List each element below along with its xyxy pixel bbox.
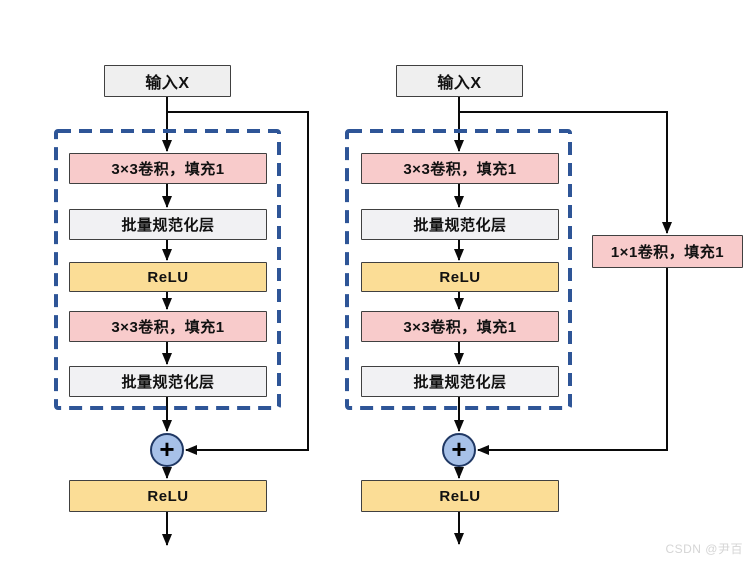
right-skip-to-1x1conv [459, 111, 672, 234]
left-batchnorm2-box: 批量规范化层 [69, 366, 267, 397]
right-skip-from-1x1conv [477, 268, 668, 455]
watermark: CSDN @尹百 [665, 542, 743, 556]
left-conv1-box: 3×3卷积，填充1 [69, 153, 267, 184]
right-batchnorm2-box: 批量规范化层 [361, 366, 559, 397]
left-batchnorm1-box: 批量规范化层 [69, 209, 267, 240]
right-batchnorm1-box: 批量规范化层 [361, 209, 559, 240]
right-shortcut-1x1-conv-box: 1×1卷积，填充1 [592, 235, 743, 268]
right-output-relu-box: ReLU [361, 480, 559, 512]
right-diagram-connectors [454, 97, 672, 545]
left-output-relu-box: ReLU [69, 480, 267, 512]
plus-icon: + [451, 433, 467, 464]
left-conv2-box: 3×3卷积，填充1 [69, 311, 267, 342]
left-relu1-box: ReLU [69, 262, 267, 292]
right-input-box: 输入X [396, 65, 523, 97]
right-relu1-box: ReLU [361, 262, 559, 292]
right-conv2-box: 3×3卷积，填充1 [361, 311, 559, 342]
left-residual-group-frame [54, 129, 281, 410]
right-residual-group-frame [345, 129, 572, 410]
right-add-node: + [442, 433, 476, 467]
left-input-box: 输入X [104, 65, 231, 97]
left-diagram-connectors [162, 97, 309, 546]
plus-icon: + [159, 433, 175, 464]
right-conv1-box: 3×3卷积，填充1 [361, 153, 559, 184]
left-skip-connection [167, 111, 309, 455]
left-add-node: + [150, 433, 184, 467]
